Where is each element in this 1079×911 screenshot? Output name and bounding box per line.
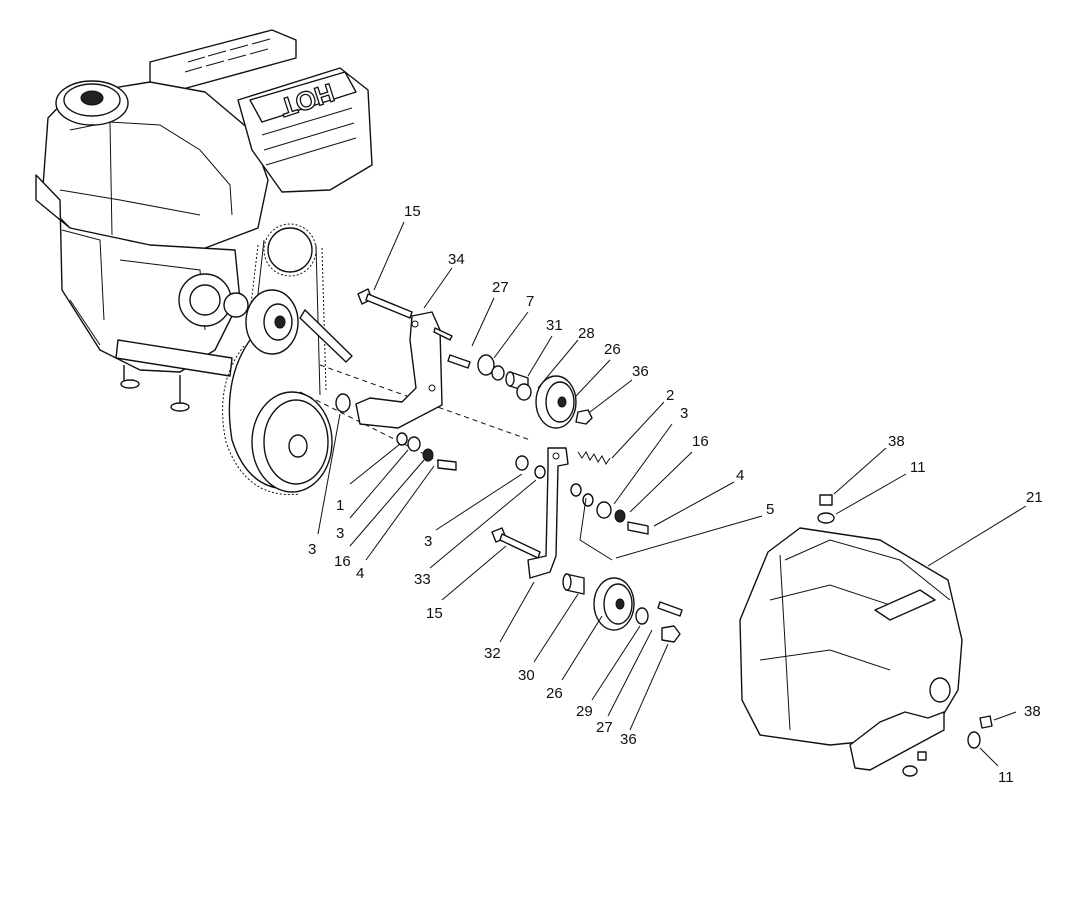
bolt-4-right [627, 521, 649, 535]
spring-2 [577, 451, 611, 465]
callout-4-left: 4 [356, 565, 364, 582]
nut-36-lower [661, 625, 681, 643]
washer-3-lower [515, 455, 529, 471]
callout-5: 5 [766, 501, 774, 518]
washer-11-right [967, 731, 981, 749]
callout-21: 21 [1026, 489, 1043, 506]
callout-2: 2 [666, 387, 674, 404]
key-27-lower [657, 601, 683, 617]
callout-28: 28 [578, 325, 595, 342]
callout-27-lower: 27 [596, 719, 613, 736]
washer-1 [396, 432, 408, 446]
callout-36-lower: 36 [620, 731, 637, 748]
screw-38-top [819, 494, 833, 506]
callout-31: 31 [546, 317, 563, 334]
nut-36-upper [575, 409, 593, 425]
callout-15-lower: 15 [426, 605, 443, 622]
callout-3-left: 3 [308, 541, 316, 558]
callout-33: 33 [414, 571, 431, 588]
callout-27-upper: 27 [492, 279, 509, 296]
callout-26-upper: 26 [604, 341, 621, 358]
lockwasher-16-left [422, 448, 434, 462]
engine-assembly: HOT [35, 29, 373, 496]
idler-pulley-26-lower [593, 577, 635, 631]
bracket-34 [355, 311, 443, 429]
callout-4-right: 4 [736, 467, 744, 484]
callout-16-left: 16 [334, 553, 351, 570]
belt-cover-21 [739, 494, 993, 777]
callout-7: 7 [526, 293, 534, 310]
callout-3-right: 3 [680, 405, 688, 422]
callout-30: 30 [518, 667, 535, 684]
callout-26-lower: 26 [546, 685, 563, 702]
spacer-28 [516, 383, 532, 401]
callout-38-right: 38 [1024, 703, 1041, 720]
bolt-4-left [437, 459, 457, 471]
callout-15-upper: 15 [404, 203, 421, 220]
callout-3-leftmid: 3 [336, 525, 344, 542]
callout-38-top: 38 [888, 433, 905, 450]
callout-11-right: 11 [998, 769, 1014, 786]
callout-34: 34 [448, 251, 465, 268]
lockwasher-16-right [614, 509, 626, 523]
leader-lines [317, 221, 1027, 767]
idler-arm-32 [527, 447, 569, 579]
callout-11-top: 11 [910, 459, 926, 476]
exploded-parts [299, 288, 683, 643]
callout-29: 29 [576, 703, 593, 720]
rod-5 [579, 497, 613, 561]
callout-3-center: 3 [424, 533, 432, 550]
washer-3-mid [407, 436, 421, 452]
idler-pulley-26-upper [535, 375, 577, 429]
callout-16-right: 16 [692, 433, 709, 450]
callout-36-upper: 36 [632, 363, 649, 380]
screw-38-right [979, 715, 993, 729]
washer-7 [477, 354, 495, 376]
washer-3-left [335, 393, 351, 413]
callout-32: 32 [484, 645, 501, 662]
washer-29 [635, 607, 649, 625]
callout-labels: 15 34 27 7 31 28 26 36 2 3 16 4 5 38 11 … [308, 203, 1043, 786]
key-27-upper [447, 354, 471, 369]
bolt-15-upper [357, 288, 413, 319]
bolt-15-lower [491, 527, 541, 559]
washer-3-right [596, 501, 612, 519]
callout-1: 1 [336, 497, 344, 514]
washer-11-top [817, 512, 835, 524]
spacer-33 [534, 465, 546, 479]
